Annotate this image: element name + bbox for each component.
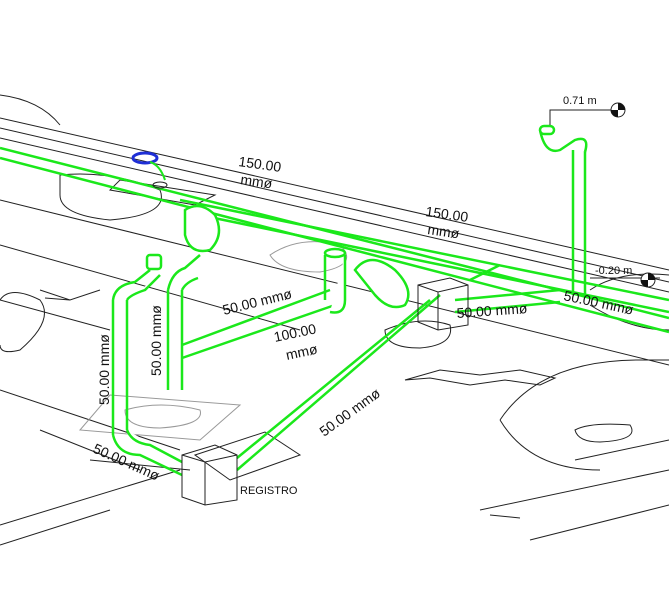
pipe-label: mmø: [427, 221, 461, 241]
architectural-linework: [0, 94, 669, 546]
pipe-label: 50.00 mmø: [456, 300, 528, 321]
pipe-to-registro[interactable]: [111, 429, 183, 477]
vertical-100[interactable]: [323, 255, 347, 314]
main-pipe-150-upper[interactable]: [179, 198, 669, 314]
elevation-marker-top: 0.71 m: [549, 95, 626, 125]
elevation-label: 0.71 m: [563, 95, 597, 107]
pipe-label: 150.00: [425, 203, 470, 225]
fitting-100[interactable]: [353, 258, 410, 309]
left-vertical-pipe[interactable]: [111, 269, 161, 435]
diagonal-pipe-50[interactable]: [236, 294, 441, 471]
vertical-riser[interactable]: [571, 150, 587, 295]
branch-right[interactable]: [454, 263, 561, 314]
pipe-labels: 150.00 mmø 150.00 mmø 100.00 mmø 50.00 m…: [91, 153, 636, 497]
branch-pipe-50[interactable]: [181, 288, 336, 360]
pipe-label: mmø: [284, 341, 319, 363]
riser-elbow[interactable]: [538, 129, 588, 153]
fitting-junction[interactable]: [183, 204, 221, 253]
registro-box[interactable]: [181, 444, 238, 506]
pipe-label: 50.00 mmø: [148, 305, 164, 376]
pipe-label: 150.00: [238, 153, 283, 175]
inspection-box[interactable]: [417, 277, 469, 331]
pipe-label: 50.00 mmø: [221, 285, 294, 318]
pipe-network[interactable]: [0, 124, 669, 477]
mid-vertical-pipe[interactable]: [166, 254, 201, 390]
pipe-label: mmø: [240, 171, 274, 191]
registro-label: REGISTRO: [240, 485, 298, 497]
pipe-label: 50.00 mmø: [96, 334, 112, 405]
elevation-label: -0.20 m: [595, 265, 632, 277]
selected-fitting[interactable]: [131, 151, 168, 189]
elevation-marker-bottom: -0.20 m: [590, 265, 660, 288]
